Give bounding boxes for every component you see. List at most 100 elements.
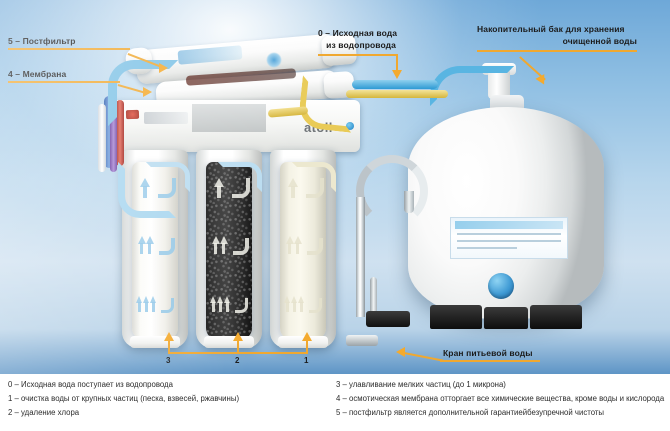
- tank-label-line-2: [457, 240, 561, 242]
- flow-hook-sediment-3: [161, 298, 174, 313]
- shell-bottom-1: [278, 336, 328, 348]
- flow-arrow-up-sediment-3c: [150, 296, 156, 303]
- tank-label-line-3: [457, 247, 517, 249]
- flow-stem-carbon-2a: [214, 243, 217, 254]
- flow-hook-fine-3: [309, 298, 322, 313]
- flow-hook-carbon-3: [235, 298, 248, 313]
- tank-label-line-1: [457, 233, 561, 235]
- tube-blue-left: [104, 96, 114, 168]
- flow-arrow-up-sediment-2: [138, 236, 146, 244]
- tank-foot-center: [484, 307, 528, 329]
- tube-lightblue-cart-2: [218, 162, 262, 192]
- product-photo: atoll: [0, 0, 670, 374]
- storage-tank: [404, 63, 609, 345]
- stage-arrow-1-icon: [302, 332, 312, 341]
- callout-membrane-leader: [8, 81, 120, 83]
- flow-arrow-up-fine-3b: [291, 296, 297, 303]
- caption-area: 0 – Исходная вода поступает из водопрово…: [0, 374, 670, 431]
- shell-bottom-2: [204, 336, 254, 348]
- flow-arrow-up-fine-3a: [284, 296, 290, 303]
- flow-hook-sediment-2: [159, 238, 175, 255]
- flow-arrow-up-carbon-3a: [210, 296, 216, 303]
- faucet-handle-lever: [366, 311, 410, 327]
- flow-stem-carbon-3c: [226, 302, 229, 312]
- caption-column-right: 3 – улавливание мелких частиц (до 1 микр…: [336, 378, 670, 420]
- flow-stem-sediment-2a: [140, 243, 143, 254]
- flow-arrow-up-carbon-3b: [217, 296, 223, 303]
- caption-line: 0 – Исходная вода поступает из водопрово…: [8, 380, 173, 389]
- flow-arrow-up-carbon-2a: [212, 236, 220, 244]
- flow-arrow-up-sediment-3b: [143, 296, 149, 303]
- tank-spec-label: [450, 217, 568, 259]
- flow-stem-fine-1: [291, 186, 295, 198]
- caption-line: 1 – очистка воды от крупных частиц (песк…: [8, 394, 240, 403]
- callout-source-water-leader: [318, 54, 398, 56]
- callout-tank-leader: [477, 50, 637, 52]
- callout-source-water-arrow-icon: [392, 70, 402, 79]
- flow-stem-sediment-3a: [138, 302, 141, 312]
- tube-blue-to-tank: [430, 66, 514, 106]
- callout-faucet-leader-diag: [403, 352, 444, 362]
- callout-faucet-leader: [440, 360, 540, 362]
- stage-arrow-3-icon: [164, 332, 174, 341]
- callout-postfilter-leader: [8, 48, 130, 50]
- flow-arrow-up-fine-2b: [294, 236, 302, 244]
- flow-stem-sediment-3c: [152, 302, 155, 312]
- tank-foot-left: [430, 305, 482, 329]
- tank-label-header-bar: [455, 221, 563, 229]
- callout-source-water-leader-v: [396, 54, 398, 72]
- callout-source-water-line2: из водопровода: [326, 40, 396, 50]
- manifold-grey-band: [192, 104, 266, 132]
- flow-arrow-up-fine-3c: [298, 296, 304, 303]
- tube-blue-to-tank-2: [352, 80, 438, 89]
- flow-stem-sediment-3b: [145, 302, 148, 312]
- flow-arrow-up-fine-2a: [286, 236, 294, 244]
- callout-faucet-arrow-icon: [396, 347, 405, 357]
- drinking-water-faucet: [346, 155, 432, 350]
- flow-stem-fine-3c: [300, 302, 303, 312]
- callout-membrane-label: 4 – Мембрана: [8, 69, 67, 79]
- callout-tank-arrow-icon: [535, 74, 549, 87]
- flow-stem-sediment-2b: [148, 243, 151, 254]
- caption-line: 5 – постфильтр является дополнительной г…: [336, 408, 605, 417]
- faucet-spout: [404, 191, 414, 213]
- flow-stem-fine-2a: [288, 243, 291, 254]
- flow-stem-carbon-1: [217, 186, 221, 198]
- stage-number-2: 2: [235, 356, 240, 365]
- caption-line: 4 – осмотическая мембрана отторгает все …: [336, 394, 665, 403]
- callout-tank-line1: Накопительный бак для хранения: [477, 24, 625, 34]
- flow-stem-carbon-3a: [212, 302, 215, 312]
- callout-postfilter-arrow-icon: [159, 63, 168, 73]
- brand-dot-icon: [346, 122, 354, 130]
- flow-arrow-up-sediment-3a: [136, 296, 142, 303]
- flow-stem-fine-3a: [286, 302, 289, 312]
- tube-purple-left: [110, 110, 117, 172]
- flow-arrow-up-sediment-2b: [146, 236, 154, 244]
- flow-hook-carbon-2: [233, 238, 249, 255]
- caption-line: 3 – улавливание мелких частиц (до 1 микр…: [336, 380, 506, 389]
- tube-lightblue-bend-upper: [108, 60, 178, 126]
- stage-arrow-2-icon: [233, 332, 243, 341]
- callout-source-water-line1: 0 – Исходная вода: [318, 28, 398, 38]
- tube-lightblue-bend-lower: [118, 162, 176, 218]
- callout-tank-line2: очищенной воды: [562, 36, 637, 46]
- stage-tick-3: [168, 340, 170, 353]
- tube-lightblue-cart-3: [146, 162, 190, 192]
- caption-line: 2 – удаление хлора: [8, 408, 80, 417]
- faucet-handle-stem: [370, 277, 377, 317]
- flow-stem-fine-2b: [296, 243, 299, 254]
- flow-arrow-up-carbon-3c: [224, 296, 230, 303]
- tank-foot-right: [530, 305, 582, 329]
- flow-hook-fine-2: [307, 238, 323, 255]
- stage-number-3: 3: [166, 356, 171, 365]
- callout-faucet-label: Кран питьевой воды: [443, 348, 533, 358]
- callout-membrane-arrow-icon: [143, 87, 152, 97]
- faucet-column: [356, 197, 365, 317]
- tank-port-cap: [488, 273, 514, 299]
- stage-number-1: 1: [304, 356, 309, 365]
- tube-red-left: [116, 100, 124, 166]
- stage-tick-1: [306, 340, 308, 353]
- flow-arrow-up-sediment-1: [140, 178, 150, 187]
- flow-arrow-up-carbon-2b: [220, 236, 228, 244]
